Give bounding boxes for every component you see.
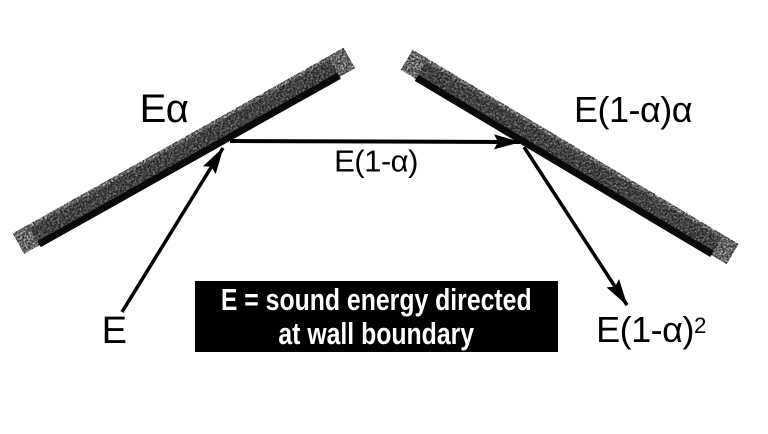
first-reflection-arrow xyxy=(229,134,521,150)
label-absorbed-left-wall: Eα xyxy=(139,87,189,131)
legend-text: E = sound energy directed at wall bounda… xyxy=(221,281,532,351)
right-wall xyxy=(414,62,722,258)
left-wall-texture xyxy=(30,59,338,242)
legend-box: E = sound energy directed at wall bounda… xyxy=(195,281,558,352)
label-first-reflection: E(1-α) xyxy=(334,143,418,179)
label-second-reflection-exponent: 2 xyxy=(693,313,706,338)
left-wall-edge xyxy=(37,72,341,248)
right-wall-edge xyxy=(414,74,714,258)
second-reflection-arrow xyxy=(522,146,629,306)
label-absorbed-right-wall: E(1-α)α xyxy=(573,89,693,130)
label-second-reflection: E(1-α)2 xyxy=(596,312,706,348)
legend-line-1: E = sound energy directed xyxy=(221,281,532,317)
incident-ray-arrow xyxy=(120,147,225,313)
right-wall-texture xyxy=(417,62,722,252)
label-second-reflection-base: E(1-α) xyxy=(596,309,694,350)
legend-line-2: at wall boundary xyxy=(278,315,475,351)
label-incident-energy: E xyxy=(101,310,127,352)
left-wall xyxy=(30,59,341,248)
